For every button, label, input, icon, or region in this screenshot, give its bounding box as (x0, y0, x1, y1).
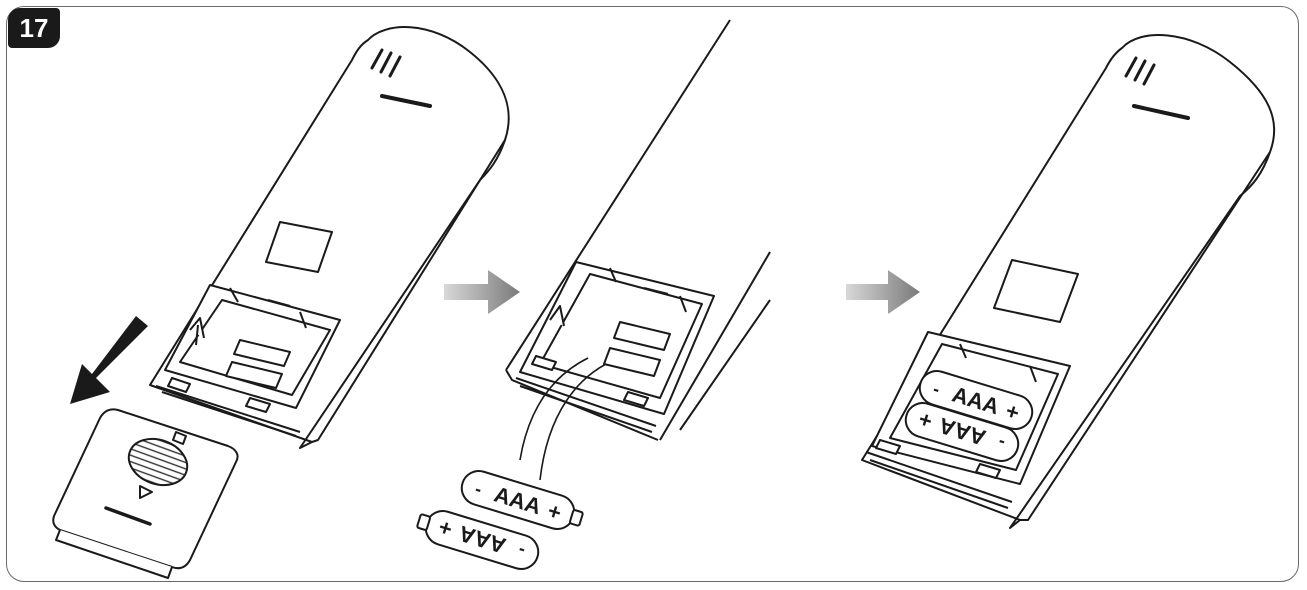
battery-minus-label: - (473, 479, 485, 500)
right-arrow-icon (444, 270, 520, 314)
battery-minus-label: - (996, 433, 1008, 454)
installed-battery-bottom: - AAA + (904, 402, 1020, 462)
remote-open-panel-1 (149, 26, 510, 449)
battery-minus-label: - (516, 541, 528, 562)
step-number-badge: 17 (8, 8, 60, 48)
loose-battery-bottom: - AAA + (416, 510, 540, 570)
battery-minus-label: - (931, 379, 943, 400)
down-left-arrow-icon (70, 316, 148, 404)
illustration-frame (6, 6, 1299, 582)
loose-battery-top: - AAA + (460, 470, 584, 530)
pull-ribbon (519, 357, 607, 481)
right-arrow-icon (846, 270, 920, 314)
remote-open-panel-3 (861, 34, 1276, 529)
remote-open-panel-2 (505, 19, 771, 441)
battery-cover (52, 408, 239, 579)
